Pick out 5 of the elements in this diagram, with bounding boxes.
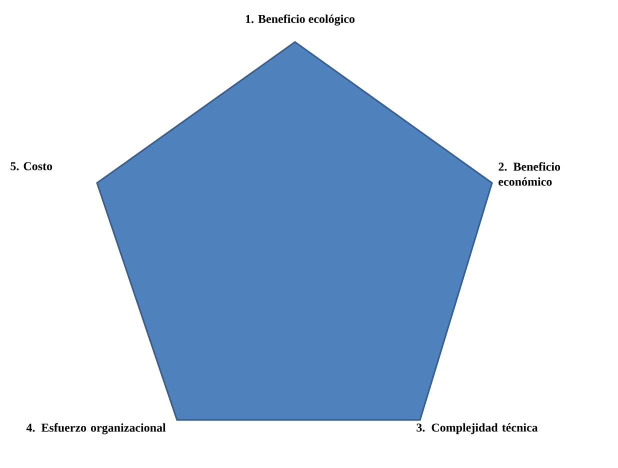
axis-label: 4. Esfuerzo organizacional	[26, 423, 166, 434]
axis-label: 1. Beneficio ecológico	[246, 14, 355, 26]
axis-label: 5. Costo	[10, 162, 52, 170]
pentagon	[96, 41, 493, 421]
axis-label: 3. Complejidad técnica	[416, 423, 538, 434]
